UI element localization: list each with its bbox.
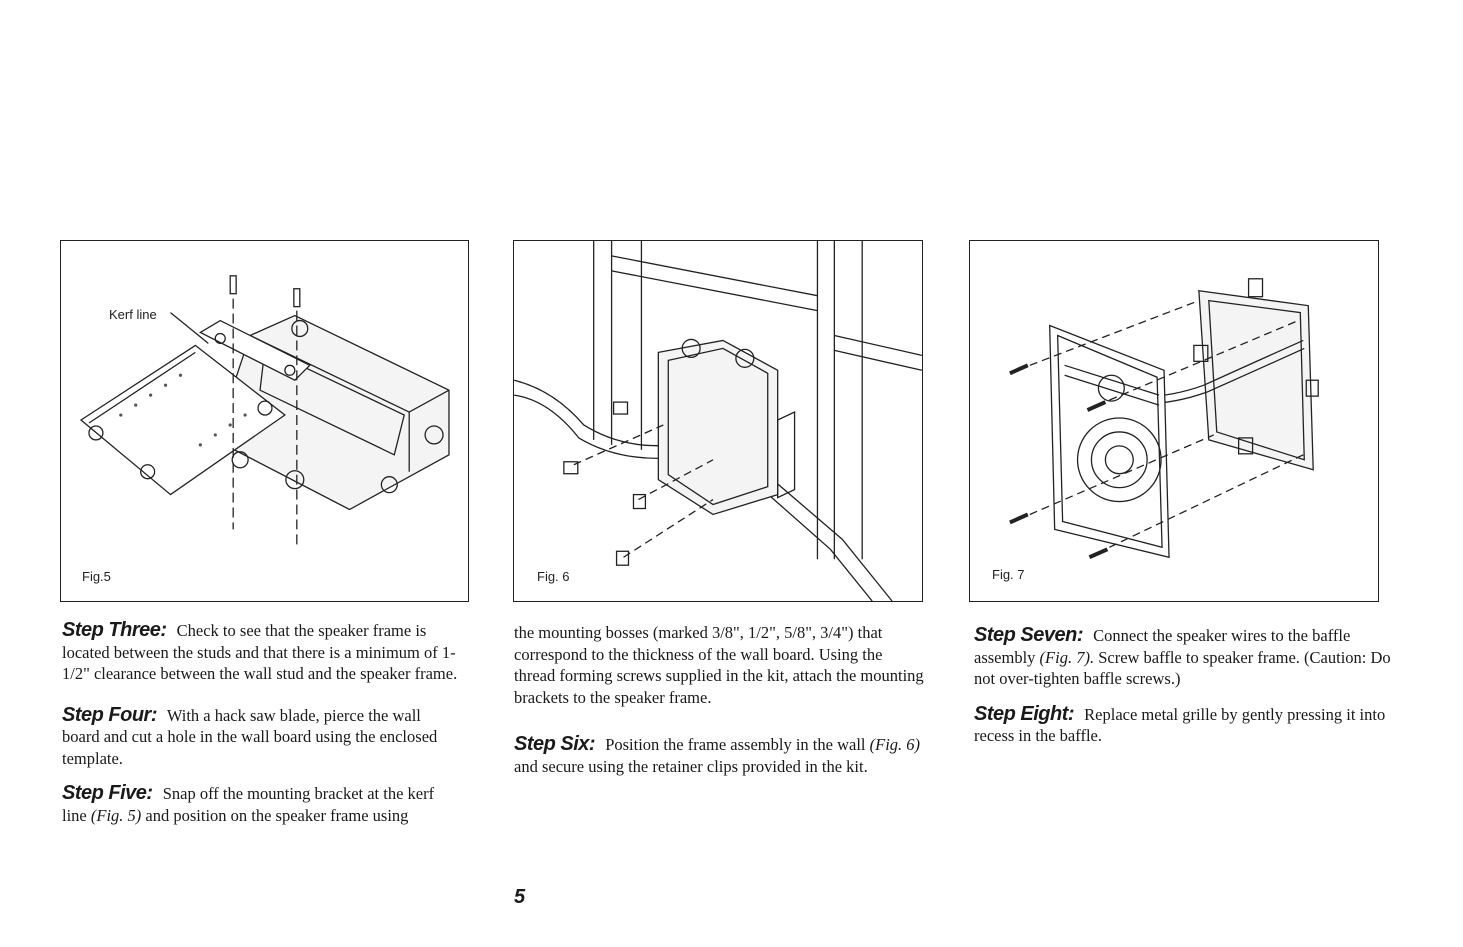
step-five-text-after: and position on the speaker frame using bbox=[145, 805, 409, 825]
column-right: Step Seven: Connect the speaker wires to… bbox=[974, 624, 1399, 761]
fig7-illustration bbox=[1009, 278, 1319, 560]
fig6-label: Fig. 6 bbox=[537, 569, 570, 584]
step-six-text-before: Position the frame assembly in the wall bbox=[605, 735, 866, 754]
page-number: 5 bbox=[514, 886, 526, 908]
step-six-text-after: and secure using the retainer clips prov… bbox=[514, 756, 868, 776]
step-seven: Step Seven: Connect the speaker wires to… bbox=[974, 624, 1399, 690]
step-seven-text-before: Connect the speaker wires to the baffle … bbox=[974, 626, 1351, 667]
step-six-title: Step Six: bbox=[514, 733, 596, 755]
column-left: Step Three: Check to see that the speake… bbox=[62, 619, 462, 840]
step-seven-fig-ref: (Fig. 7). bbox=[1039, 647, 1095, 667]
column-middle: the mounting bosses (marked 3/8", 1/2", … bbox=[514, 622, 924, 791]
step-three: Step Three: Check to see that the speake… bbox=[62, 619, 462, 685]
step-five-fig-ref: (Fig. 5) bbox=[90, 805, 142, 825]
step-five-continued-text: the mounting bosses (marked 3/8", 1/2", … bbox=[514, 623, 924, 707]
step-five-title: Step Five: bbox=[62, 782, 153, 804]
step-eight-text: Replace metal grille by gently pressing … bbox=[974, 704, 1386, 746]
step-four-title: Step Four: bbox=[62, 703, 158, 726]
step-four: Step Four: With a hack saw blade, pierce… bbox=[62, 703, 462, 770]
figure-7: Fig. 7 bbox=[969, 240, 1379, 602]
fig5-label: Fig.5 bbox=[82, 569, 111, 584]
step-six: Step Six: Position the frame assembly in… bbox=[514, 733, 924, 777]
figure-5: Kerf line Fig.5 bbox=[60, 240, 469, 602]
step-five-text-before: Snap off the mounting bracket at the ker… bbox=[62, 784, 435, 825]
step-three-title: Step Three: bbox=[62, 619, 167, 641]
step-five-continued: the mounting bosses (marked 3/8", 1/2", … bbox=[514, 622, 924, 708]
fig5-illustration bbox=[79, 275, 450, 545]
fig6-illustration bbox=[514, 241, 922, 601]
step-eight-title: Step Eight: bbox=[974, 702, 1075, 725]
fig7-label: Fig. 7 bbox=[992, 567, 1025, 582]
step-six-fig-ref: (Fig. 6) bbox=[869, 735, 921, 754]
step-seven-title: Step Seven: bbox=[974, 624, 1083, 646]
step-seven-text-after: Screw baffle to speaker frame. (Caution:… bbox=[974, 647, 1391, 689]
step-four-text: With a hack saw blade, pierce the wall b… bbox=[62, 705, 438, 768]
step-eight: Step Eight: Replace metal grille by gent… bbox=[974, 702, 1399, 747]
kerf-line-callout: Kerf line bbox=[109, 307, 157, 322]
step-five: Step Five: Snap off the mounting bracket… bbox=[62, 782, 462, 826]
figure-6: Fig. 6 bbox=[513, 240, 923, 602]
step-three-text: Check to see that the speaker frame is l… bbox=[62, 621, 458, 683]
